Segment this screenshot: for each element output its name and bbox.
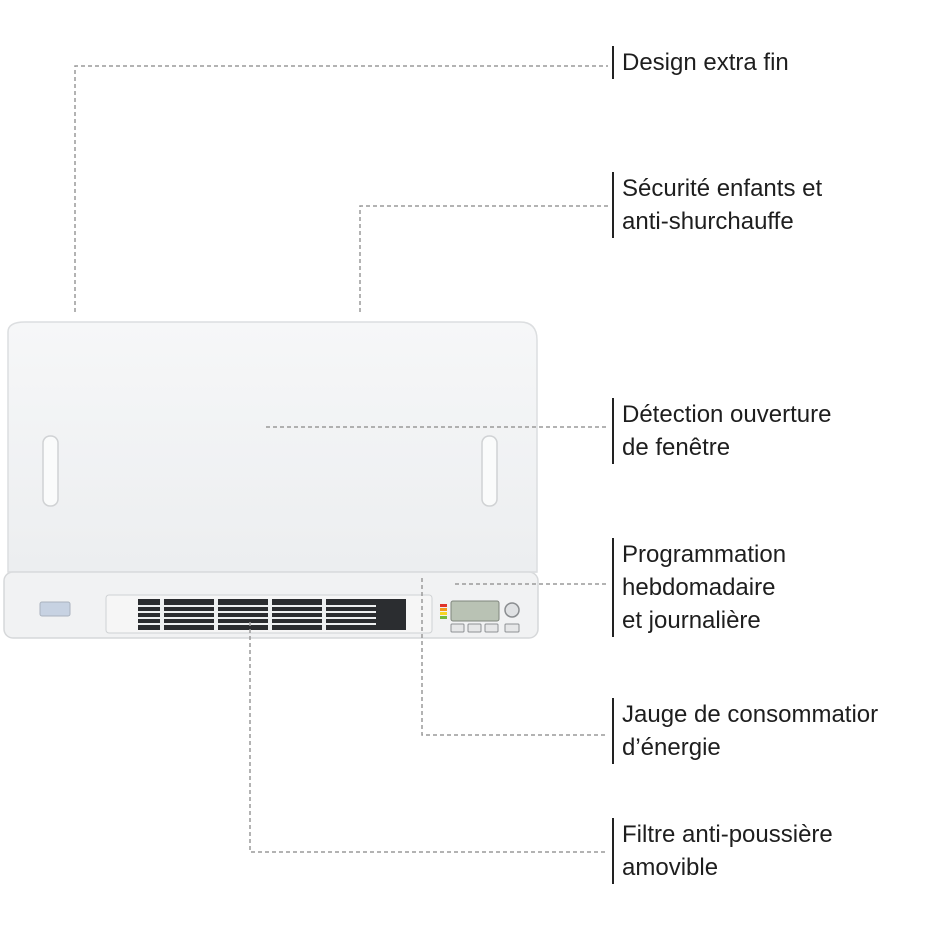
callout-energy-gauge: Jauge de consommatior d’énergie <box>612 698 878 764</box>
left-handle <box>42 435 59 507</box>
energy-gauge-bar-red <box>440 604 447 607</box>
leader-line-thin-design <box>74 65 608 312</box>
callout-window-detection-line-1: Détection ouverture <box>622 401 832 428</box>
callout-programming: Programmation hebdomadaire et journalièr… <box>612 538 786 637</box>
leader-line-energy-gauge <box>421 578 608 736</box>
callout-energy-gauge-line-2: d’énergie <box>622 734 721 761</box>
power-knob <box>504 602 520 618</box>
energy-gauge-bar-orange <box>440 608 447 611</box>
callout-dust-filter-line-1: Filtre anti-poussière <box>622 821 833 848</box>
control-button-3 <box>484 623 499 633</box>
callout-child-safety-line-2: anti-shurchauffe <box>622 208 794 235</box>
callout-programming-line-1: Programmation <box>622 541 787 568</box>
air-vent-grille <box>105 594 433 634</box>
heater-unit <box>3 321 539 639</box>
callout-programming-line-2: hebdomadaire <box>622 574 776 601</box>
energy-gauge-bar-green <box>440 616 447 619</box>
callout-thin-design-line-1: Design extra fin <box>622 49 789 76</box>
callout-programming-line-3: et journalière <box>622 607 761 634</box>
callout-window-detection-line-2: de fenêtre <box>622 434 731 461</box>
callout-thin-design: Design extra fin <box>612 46 789 79</box>
callout-energy-gauge-line-1: Jauge de consommatior <box>622 701 879 728</box>
control-button-1 <box>450 623 465 633</box>
leader-line-child-safety <box>359 205 608 312</box>
control-button-2 <box>467 623 482 633</box>
lcd-display <box>450 600 500 622</box>
callout-dust-filter: Filtre anti-poussière amovible <box>612 818 833 884</box>
callout-child-safety: Sécurité enfants et anti-shurchauffe <box>612 172 822 238</box>
leader-lines <box>74 65 608 853</box>
control-button-4 <box>504 623 520 633</box>
leader-line-dust-filter <box>249 622 608 853</box>
right-handle <box>481 435 498 507</box>
callout-child-safety-line-1: Sécurité enfants et <box>622 175 823 202</box>
left-indicator <box>39 601 71 617</box>
callout-window-detection: Détection ouverture de fenêtre <box>612 398 831 464</box>
heater-front-panel <box>7 321 538 573</box>
callout-dust-filter-line-2: amovible <box>622 854 719 881</box>
control-panel <box>440 600 520 633</box>
energy-gauge-bar-yellow <box>440 612 447 615</box>
